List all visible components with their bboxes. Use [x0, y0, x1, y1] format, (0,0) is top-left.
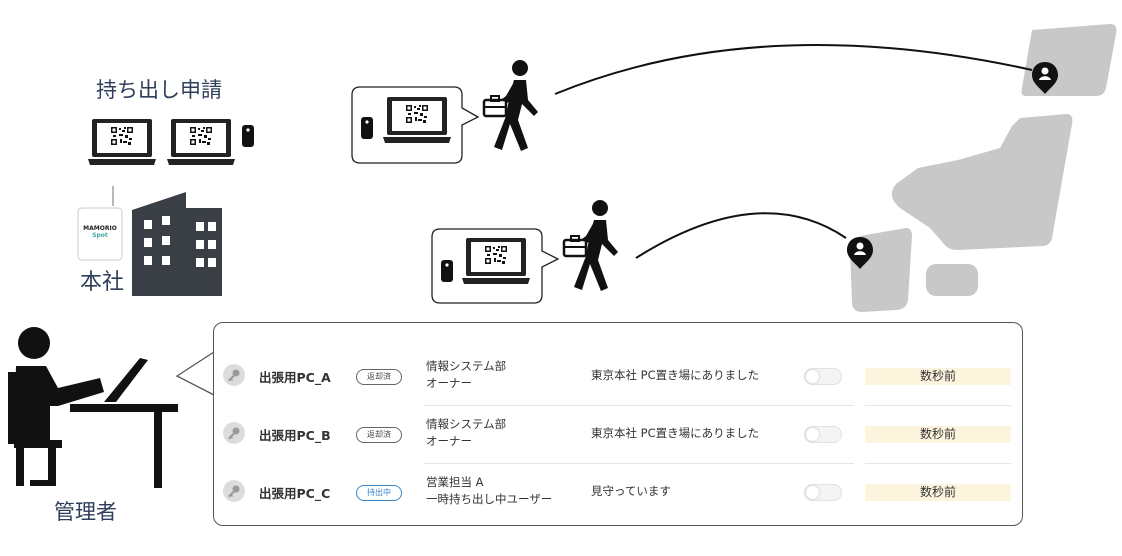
row-divider [424, 463, 854, 464]
admin-at-desk-icon [8, 327, 178, 488]
spot-sub: Spot [92, 232, 108, 239]
location-status: 東京本社 PC置き場にありました [591, 426, 760, 440]
key-icon [223, 480, 245, 502]
device-name[interactable]: 出張用PC_B [259, 428, 331, 443]
owner-role: 一時持ち出し中ユーザー [426, 492, 553, 506]
table-row[interactable]: 出張用PC_A 返却済 情報システム部 オーナー 東京本社 PC置き場にありまし… [214, 348, 1024, 406]
tag-icon [242, 125, 254, 147]
device-name[interactable]: 出張用PC_A [259, 370, 331, 385]
checkout-request-label: 持ち出し申請 [96, 78, 222, 102]
building-icon [132, 192, 222, 296]
owner-info: 情報システム部 オーナー [426, 416, 506, 450]
last-seen-time: 数秒前 [865, 426, 1011, 443]
status-badge: 返却済 [356, 427, 402, 443]
last-seen-time: 数秒前 [865, 484, 1011, 501]
key-icon [223, 364, 245, 386]
headquarters-label: 本社 [80, 270, 125, 295]
tag-icon [361, 117, 373, 139]
owner-info: 情報システム部 オーナー [426, 358, 506, 392]
travel-route-line [554, 44, 1033, 95]
map-of-japan [850, 24, 1117, 312]
mamorio-spot-device [77, 207, 123, 261]
travel-route-line [635, 212, 847, 259]
owner-dept: 営業担当 A [426, 475, 484, 489]
row-divider [424, 405, 854, 406]
row-divider [865, 463, 1011, 464]
owner-dept: 情報システム部 [426, 417, 507, 431]
notification-toggle[interactable] [804, 484, 842, 501]
table-row[interactable]: 出張用PC_C 持出中 営業担当 A 一時持ち出し中ユーザー 見守っています 数… [214, 464, 1024, 522]
table-row[interactable]: 出張用PC_B 返却済 情報システム部 オーナー 東京本社 PC置き場にありまし… [214, 406, 1024, 464]
last-seen-time: 数秒前 [865, 368, 1011, 385]
panel-pointer [175, 351, 215, 396]
walking-person-icon [562, 198, 620, 293]
location-status: 見守っています [591, 484, 671, 498]
owner-role: オーナー [426, 434, 472, 448]
tag-icon [441, 260, 453, 282]
notification-toggle[interactable] [804, 426, 842, 443]
device-name[interactable]: 出張用PC_C [259, 486, 331, 501]
laptop-icon [88, 119, 156, 165]
owner-info: 営業担当 A 一時持ち出し中ユーザー [426, 474, 552, 508]
key-icon [223, 422, 245, 444]
spot-brand: MAMORIO [83, 225, 117, 232]
owner-dept: 情報システム部 [426, 359, 507, 373]
location-status: 東京本社 PC置き場にありました [591, 368, 760, 382]
walking-person-icon [482, 58, 540, 153]
notification-toggle[interactable] [804, 368, 842, 385]
owner-role: オーナー [426, 376, 472, 390]
status-badge: 返却済 [356, 369, 402, 385]
spot-brand-label: MAMORIO Spot [80, 225, 120, 239]
status-badge: 持出中 [356, 485, 402, 501]
row-divider [865, 405, 1011, 406]
device-bubble [351, 86, 480, 164]
device-status-panel: 出張用PC_A 返却済 情報システム部 オーナー 東京本社 PC置き場にありまし… [213, 322, 1023, 526]
laptop-icon [167, 119, 235, 165]
admin-label: 管理者 [54, 500, 117, 524]
device-bubble [431, 228, 560, 304]
